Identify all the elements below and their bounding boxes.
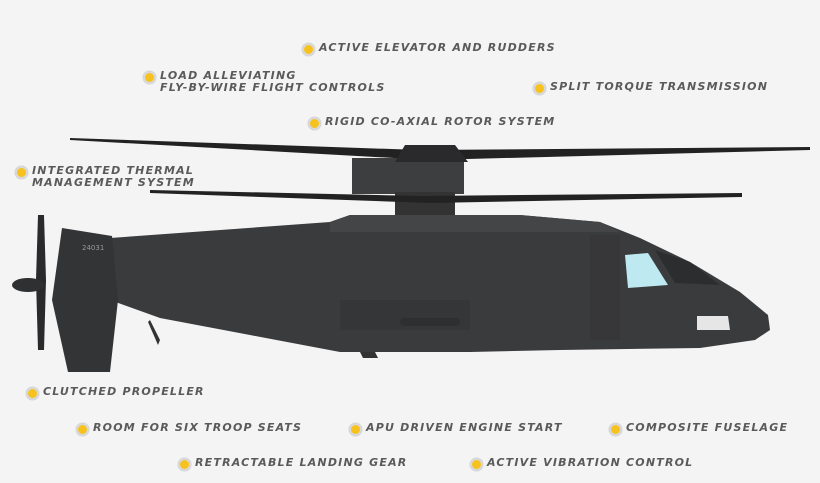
- label-active-elevator-and-rudders: Active Elevator and Rudders: [302, 42, 556, 56]
- lower-rotor-blades: [150, 190, 742, 203]
- bullet-icon: [302, 43, 315, 56]
- bullet-icon: [308, 117, 321, 130]
- bullet-icon: [609, 423, 622, 436]
- canopy-window: [625, 253, 668, 288]
- label-text: Clutched Propeller: [43, 385, 205, 398]
- label-active-vibration-control: Active Vibration Control: [470, 457, 693, 471]
- label-clutched-propeller: Clutched Propeller: [26, 386, 205, 400]
- label-retractable-landing-gear: Retractable Landing Gear: [178, 457, 407, 471]
- label-load-alleviating-fbw: Load AlleviatingFly-by-Wire Flight Contr…: [143, 70, 385, 93]
- label-text: Split Torque Transmission: [550, 80, 769, 93]
- bullet-icon: [26, 387, 39, 400]
- rotor-hub: [395, 145, 468, 162]
- label-text: Management System: [32, 175, 195, 189]
- label-text: Rigid Co-Axial Rotor System: [325, 115, 556, 128]
- label-text: Active Vibration Control: [487, 456, 694, 469]
- bullet-icon: [15, 166, 28, 179]
- rotor-mast: [352, 158, 464, 194]
- landing-gear: [360, 352, 378, 358]
- bullet-icon: [470, 458, 483, 471]
- upper-rotor-blades: [70, 138, 810, 160]
- label-troop-seats: Room for Six Troop Seats: [76, 422, 302, 436]
- label-text: Room for Six Troop Seats: [93, 421, 303, 434]
- label-composite-fuselage: Composite Fuselage: [609, 422, 788, 436]
- label-text: Composite Fuselage: [626, 421, 789, 434]
- bullet-icon: [178, 458, 191, 471]
- label-rigid-coaxial-rotor: Rigid Co-Axial Rotor System: [308, 116, 555, 130]
- label-text: Fly-by-Wire Flight Controls: [160, 80, 386, 94]
- label-text: Active Elevator and Rudders: [319, 41, 556, 54]
- label-text: Integrated Thermal: [32, 164, 195, 177]
- label-split-torque-transmission: Split Torque Transmission: [533, 81, 768, 95]
- label-integrated-thermal-management: Integrated ThermalManagement System: [15, 165, 195, 188]
- bullet-icon: [76, 423, 89, 436]
- label-text: Retractable Landing Gear: [195, 456, 408, 469]
- tail-number: 24031: [82, 244, 104, 252]
- bullet-icon: [533, 82, 546, 95]
- bullet-icon: [143, 71, 156, 84]
- tail-fin: [52, 228, 118, 372]
- label-apu-engine-start: APU Driven Engine Start: [349, 422, 563, 436]
- label-text: APU Driven Engine Start: [366, 421, 563, 434]
- label-text: Load Alleviating: [160, 69, 297, 82]
- bullet-icon: [349, 423, 362, 436]
